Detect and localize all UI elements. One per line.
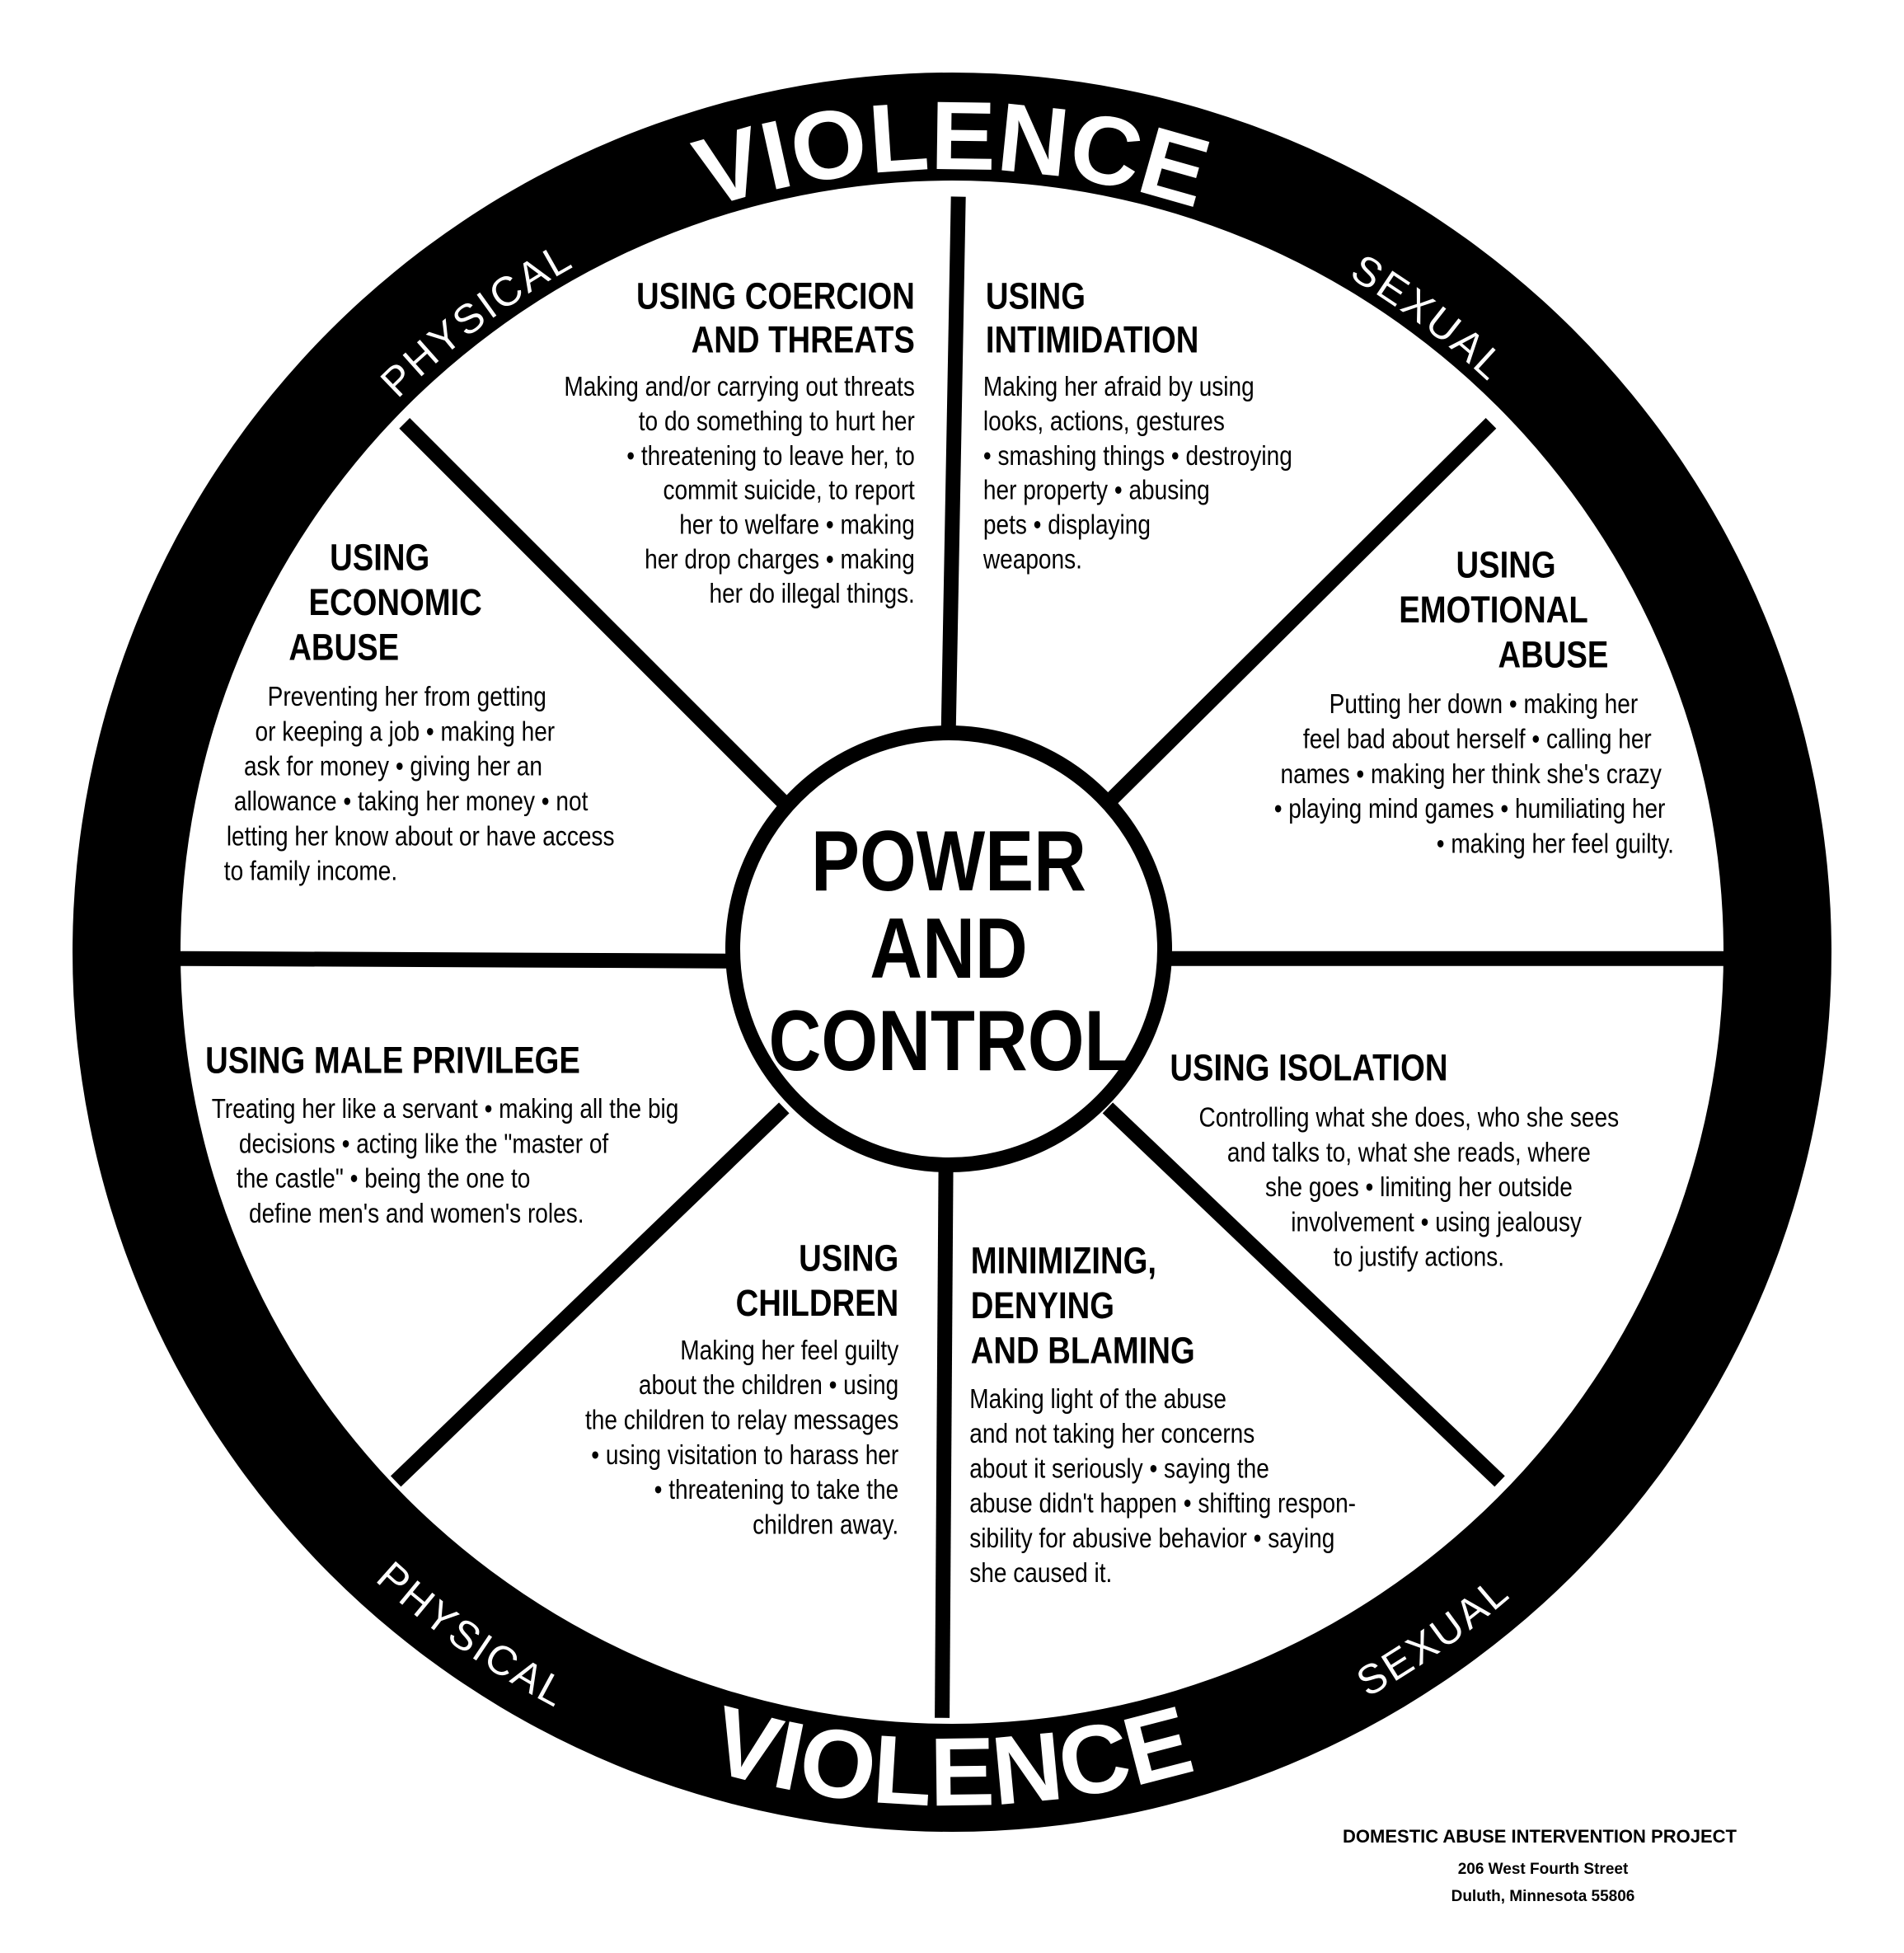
section-body-line: about it seriously • saying the — [969, 1453, 1269, 1484]
section-body-line: Making her feel guilty — [680, 1336, 899, 1366]
spoke — [1096, 418, 1497, 815]
hub-line-power: POWER — [811, 814, 1086, 908]
section-body-line: her property • abusing — [983, 476, 1210, 506]
section-body-line: Preventing her from getting — [268, 682, 546, 712]
section-body-line: children away. — [753, 1509, 898, 1540]
section-heading: INTIMIDATION — [986, 318, 1198, 360]
section-body-line: her to welfare • making — [679, 509, 915, 540]
section-body-line: Making her afraid by using — [983, 372, 1254, 402]
section-body-line: allowance • taking her money • not — [234, 786, 589, 817]
section-body-line: Making and/or carrying out threats — [564, 372, 914, 402]
section-heading: USING — [799, 1237, 898, 1279]
spokes — [180, 196, 1724, 1718]
section-body-line: • using visitation to harass her — [591, 1440, 898, 1471]
spoke — [940, 196, 966, 735]
section-body-line: abuse didn't happen • shifting respon- — [969, 1489, 1356, 1519]
section-heading: EMOTIONAL — [1399, 589, 1587, 631]
section-heading: ECONOMIC — [308, 581, 481, 623]
section-body-line: her do illegal things. — [709, 579, 914, 609]
section-heading: CHILDREN — [736, 1282, 899, 1324]
spoke — [390, 1102, 790, 1487]
section-body-line: to justify actions. — [1334, 1242, 1504, 1273]
hub-line-and: AND — [870, 901, 1027, 996]
section-heading: AND BLAMING — [971, 1330, 1195, 1372]
section-heading: USING ISOLATION — [1170, 1047, 1447, 1089]
spoke — [935, 1163, 954, 1718]
section-body-line: decisions • acting like the "master of — [239, 1129, 609, 1159]
section-body-line: involvement • using jealousy — [1291, 1207, 1582, 1237]
section-heading: USING — [986, 275, 1086, 317]
section-heading: USING COERCION — [636, 275, 915, 317]
section-body-line: • making her feel guilty. — [1437, 829, 1674, 859]
hub-title: POWER AND CONTROL — [769, 814, 1129, 1088]
section-body-line: feel bad about herself • calling her — [1303, 724, 1652, 754]
section-isolation: USING ISOLATION Controlling what she does… — [1170, 1047, 1619, 1272]
section-body-line: • threatening to leave her, to — [626, 441, 915, 472]
section-heading: MINIMIZING, — [971, 1240, 1156, 1282]
section-body-line: about the children • using — [639, 1370, 898, 1401]
spoke — [180, 951, 729, 969]
section-body-line: Putting her down • making her — [1330, 689, 1638, 720]
section-body-line: her drop charges • making — [645, 544, 915, 575]
footer: DOMESTIC ABUSE INTERVENTION PROJECT 206 … — [1343, 1826, 1738, 1905]
section-heading: USING — [330, 537, 429, 579]
section-body-line: sibility for abusive behavior • saying — [969, 1523, 1334, 1554]
hub-line-control: CONTROL — [769, 993, 1129, 1088]
section-body-line: define men's and women's roles. — [249, 1199, 584, 1229]
section-body-line: pets • displaying — [983, 509, 1151, 540]
section-body-line: and not taking her concerns — [969, 1419, 1254, 1449]
section-body-line: • playing mind games • humiliating her — [1274, 794, 1666, 824]
section-body-line: commit suicide, to report — [663, 476, 915, 506]
section-body-line: Treating her like a servant • making all… — [212, 1094, 679, 1124]
spoke — [1102, 1102, 1505, 1487]
section-body-line: Controlling what she does, who she sees — [1199, 1102, 1620, 1133]
section-body-line: the children to relay messages — [585, 1405, 898, 1435]
section-heading: AND THREATS — [692, 318, 915, 360]
section-body-line: ask for money • giving her an — [244, 752, 542, 782]
footer-address-street: 206 West Fourth Street — [1458, 1861, 1629, 1878]
section-heading: USING — [1456, 544, 1556, 586]
section-body-line: Making light of the abuse — [969, 1384, 1226, 1415]
footer-address-city: Duluth, Minnesota 55806 — [1451, 1888, 1635, 1905]
spoke — [399, 418, 796, 815]
section-body-line: and talks to, what she reads, where — [1227, 1138, 1591, 1168]
section-heading: DENYING — [971, 1284, 1114, 1326]
section-body-line: to do something to hurt her — [639, 406, 915, 437]
section-heading: ABUSE — [1498, 633, 1609, 675]
section-body-line: looks, actions, gestures — [983, 406, 1225, 437]
section-body-line: letting her know about or have access — [227, 821, 615, 852]
section-body-line: • threatening to take the — [654, 1475, 899, 1505]
footer-org: DOMESTIC ABUSE INTERVENTION PROJECT — [1343, 1826, 1738, 1847]
section-heading: ABUSE — [288, 626, 399, 668]
section-body-line: the castle" • being the one to — [237, 1163, 530, 1194]
hub-circle — [725, 725, 1172, 1172]
section-body-line: • smashing things • destroying — [983, 441, 1292, 472]
section-body-line: she caused it. — [969, 1558, 1112, 1589]
section-body-line: to family income. — [224, 856, 397, 886]
section-heading: USING MALE PRIVILEGE — [205, 1040, 580, 1082]
section-male-privilege: USING MALE PRIVILEGE Treating her like a … — [205, 1040, 678, 1229]
section-body-line: or keeping a job • making her — [256, 716, 556, 747]
section-body-line: weapons. — [982, 544, 1082, 575]
section-body-line: she goes • limiting her outside — [1265, 1172, 1573, 1203]
section-body-line: names • making her think she's crazy — [1280, 759, 1662, 790]
